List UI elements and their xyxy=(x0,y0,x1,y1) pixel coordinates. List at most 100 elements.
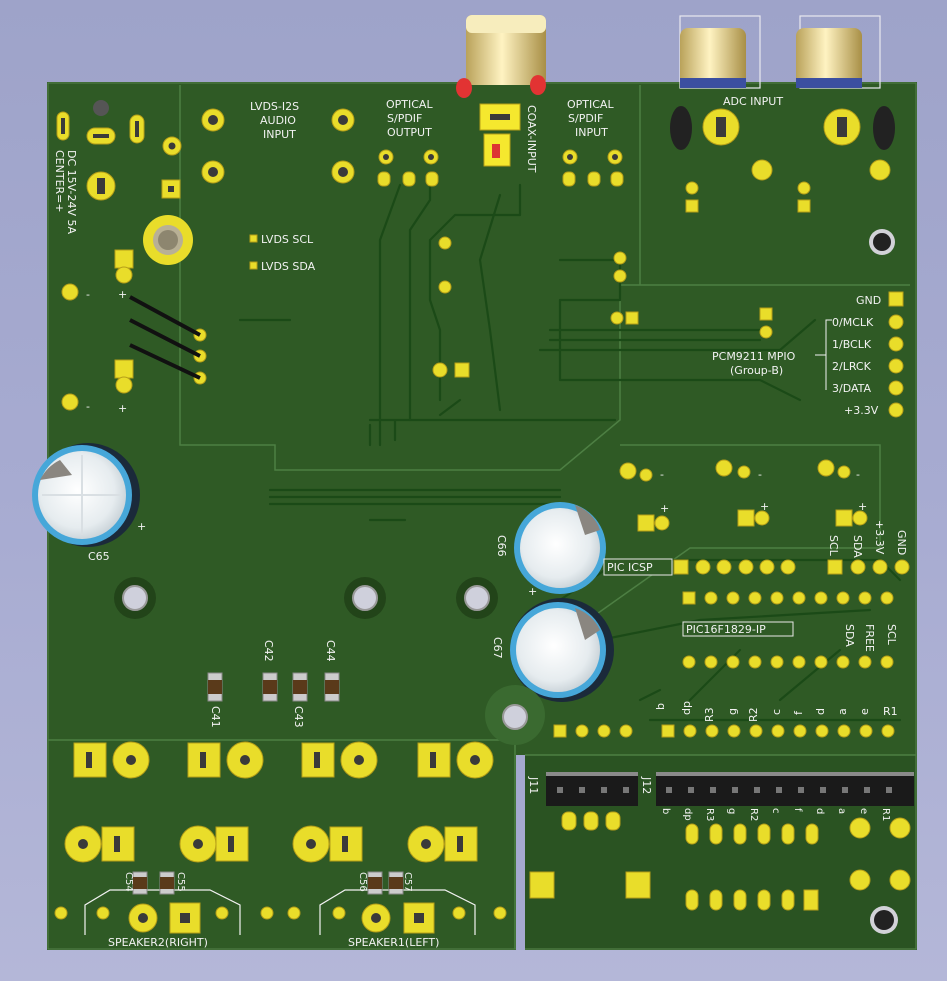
dc-center-label: CENTER=+ xyxy=(53,150,66,213)
seg-f: f xyxy=(792,710,805,715)
lvds-scl-label: LVDS SCL xyxy=(261,233,314,246)
optical-output-pads xyxy=(377,149,439,187)
seg-r2: R2 xyxy=(747,707,760,722)
hdr-a: a xyxy=(836,808,847,814)
j11-label: J11 xyxy=(527,776,540,794)
hdr-r1: R1 xyxy=(880,808,891,821)
mpio-pin-data: 3/DATA xyxy=(832,382,872,395)
c67-label: C67 xyxy=(491,637,504,659)
mounting-ring xyxy=(143,179,193,265)
speaker1-label: SPEAKER1(LEFT) xyxy=(348,936,439,949)
pic-icsp-header xyxy=(603,558,910,576)
coax-rca-jack xyxy=(456,15,546,167)
c43-label: C43 xyxy=(292,706,305,728)
c41-label: C41 xyxy=(209,706,222,728)
optical-in-label-1: OPTICAL xyxy=(567,98,614,111)
adc-input-label: ADC INPUT xyxy=(723,95,783,108)
reg1-minus: - xyxy=(86,288,90,301)
optical-input-pads xyxy=(562,149,624,187)
reg1-plus: + xyxy=(118,288,127,301)
bottom-right-pads xyxy=(529,811,911,911)
pic-chip-pads xyxy=(682,591,894,669)
cap1-minus: - xyxy=(660,468,664,481)
c57-label: C57 xyxy=(402,872,413,892)
seg-e: e xyxy=(858,708,871,715)
lvds-i2s-label-2: AUDIO xyxy=(260,114,296,127)
optical-in-label-3: INPUT xyxy=(575,126,608,139)
mounting-holes xyxy=(114,577,898,934)
c65-plus: + xyxy=(137,520,146,533)
speaker2-label: SPEAKER2(RIGHT) xyxy=(108,936,208,949)
aux-scl: SCL xyxy=(885,624,898,646)
j12-label: J12 xyxy=(640,776,653,794)
seg-dp: dp xyxy=(680,701,693,715)
c66-label: C66 xyxy=(495,535,508,557)
dc-power-jack xyxy=(56,100,182,201)
mpio-pin-gnd: GND xyxy=(856,294,881,307)
speaker-output-pads xyxy=(64,741,494,863)
capacitor-c66 xyxy=(514,502,606,594)
optical-in-label-2: S/PDIF xyxy=(568,112,603,125)
c55-label: C55 xyxy=(175,872,186,892)
c56-label: C56 xyxy=(357,872,368,892)
optical-out-label-1: OPTICAL xyxy=(386,98,433,111)
i2c-scl: SCL xyxy=(827,535,840,557)
i2c-sda: SDA xyxy=(851,535,864,558)
cap1-plus: + xyxy=(660,502,669,515)
smd-caps-upper xyxy=(207,672,340,702)
seg-r1: R1 xyxy=(883,705,898,718)
i2c-gnd: GND xyxy=(895,530,908,555)
lvds-sda-label: LVDS SDA xyxy=(261,260,316,273)
segment-pad-row xyxy=(553,724,895,738)
c44-label: C44 xyxy=(324,640,337,662)
mpio-title: PCM9211 MPIO xyxy=(712,350,796,363)
pic-icsp-label: PIC ICSP xyxy=(607,561,653,574)
c66-plus: + xyxy=(528,585,537,598)
reg2-plus: + xyxy=(118,402,127,415)
coax-input-label: COAX-INPUT xyxy=(525,105,538,173)
capacitor-c65 xyxy=(32,443,140,547)
mpio-pin-3v3: +3.3V xyxy=(844,404,879,417)
speaker-connectors xyxy=(54,871,507,935)
mpio-pin-mclk: 0/MCLK xyxy=(832,316,874,329)
hdr-r3: R3 xyxy=(704,808,715,821)
j11-header xyxy=(546,772,638,806)
cap3-plus: + xyxy=(858,500,867,513)
seg-c: c xyxy=(770,709,783,715)
mpio-header-pads xyxy=(815,291,904,418)
mpio-pin-lrck: 2/LRCK xyxy=(832,360,872,373)
j12-header xyxy=(656,772,914,806)
mpio-group: (Group-B) xyxy=(730,364,783,377)
hdr-dp: dp xyxy=(682,808,693,821)
aux-free: FREE xyxy=(863,624,876,652)
hdr-g: g xyxy=(726,808,737,814)
dc-input-label: DC 15V-24V 5A xyxy=(65,150,78,235)
c65-label: C65 xyxy=(88,550,110,563)
cap2-minus: - xyxy=(758,468,762,481)
hdr-b: b xyxy=(660,808,671,814)
hdr-d: d xyxy=(814,808,825,814)
right-cap-pads xyxy=(619,459,868,532)
seg-b: b xyxy=(654,703,667,710)
cap3-minus: - xyxy=(856,468,860,481)
cap2-plus: + xyxy=(760,500,769,513)
regulator-pads xyxy=(61,249,207,411)
c54-label: C54 xyxy=(123,872,134,892)
seg-a: a xyxy=(836,708,849,715)
hdr-c: c xyxy=(770,808,781,814)
reg2-minus: - xyxy=(86,400,90,413)
hdr-e: e xyxy=(858,808,869,814)
capacitor-c67 xyxy=(510,598,614,702)
seg-g: g xyxy=(726,708,739,715)
misc-pads xyxy=(432,236,773,378)
seg-d: d xyxy=(814,708,827,715)
pic-chip-label: PIC16F1829-IP xyxy=(686,623,766,636)
lvds-i2s-label-3: INPUT xyxy=(263,128,296,141)
aux-sda: SDA xyxy=(843,624,856,647)
adc-rca-jacks xyxy=(670,15,895,255)
hdr-f: f xyxy=(792,808,803,812)
i2c-3v3: +3.3V xyxy=(873,520,886,555)
optical-out-label-3: OUTPUT xyxy=(387,126,432,139)
optical-out-label-2: S/PDIF xyxy=(387,112,422,125)
